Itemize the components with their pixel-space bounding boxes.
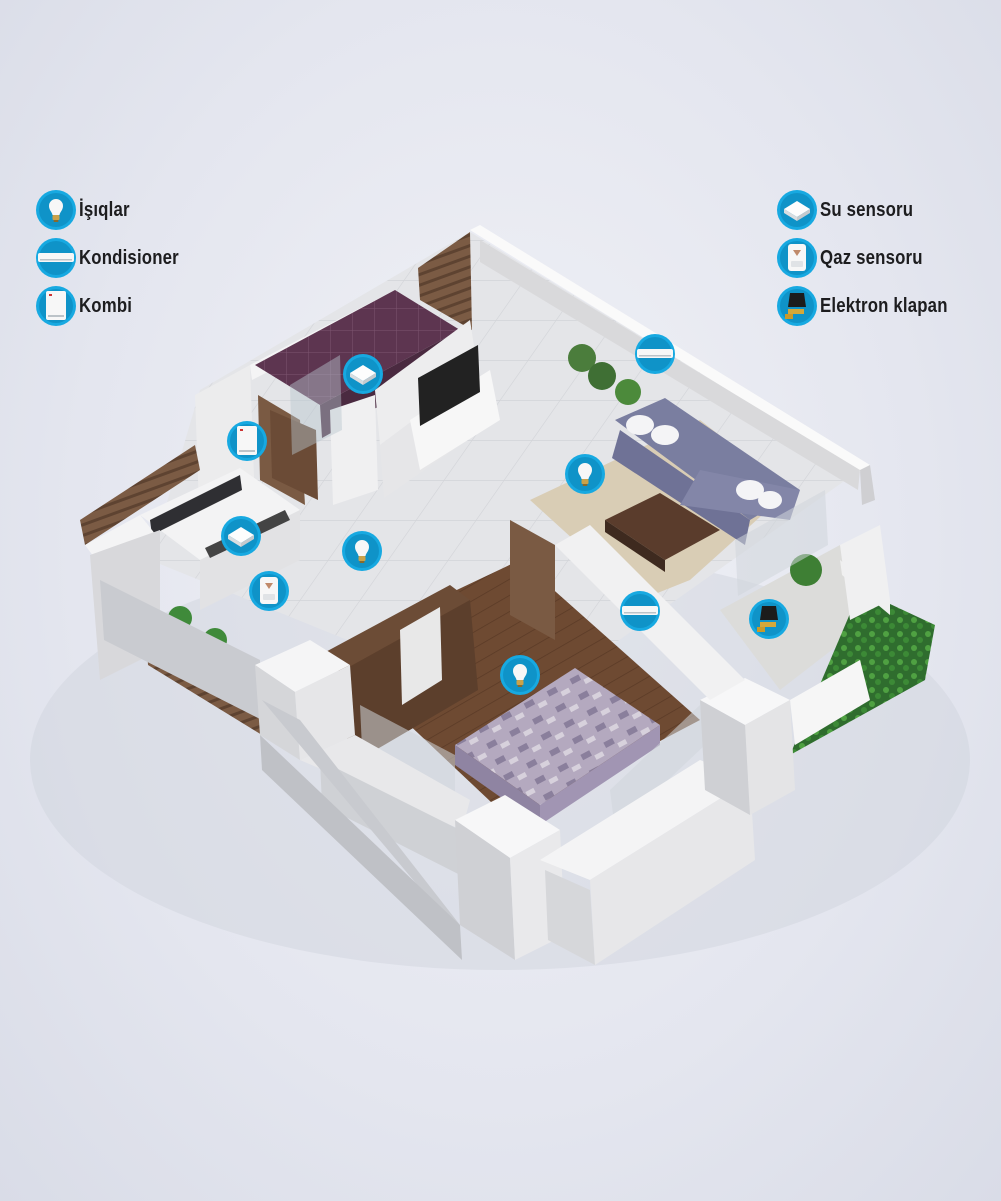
gas-sensor-icon bbox=[777, 238, 817, 278]
boiler-icon[interactable] bbox=[226, 420, 268, 462]
legend-label: Qaz sensoru bbox=[820, 246, 923, 269]
air-conditioner-icon[interactable] bbox=[619, 590, 661, 632]
legend-label: Su sensoru bbox=[820, 198, 914, 221]
legend-label: Kombi bbox=[79, 294, 133, 317]
water-sensor-icon bbox=[777, 190, 817, 230]
bulb-icon[interactable] bbox=[564, 453, 606, 495]
legend-right: Su sensoru Qaz sensoru Elektron klapan bbox=[776, 186, 972, 330]
bulb-icon[interactable] bbox=[341, 530, 383, 572]
boiler-icon bbox=[36, 286, 76, 326]
legend-label: İşıqlar bbox=[79, 198, 130, 221]
legend-left: İşıqlar Kondisioner Kombi bbox=[35, 186, 198, 330]
air-conditioner-icon bbox=[36, 238, 76, 278]
air-conditioner-icon[interactable] bbox=[634, 333, 676, 375]
legend-label: Elektron klapan bbox=[820, 294, 948, 317]
water-sensor-icon[interactable] bbox=[220, 515, 262, 557]
bulb-icon[interactable] bbox=[499, 654, 541, 696]
water-sensor-icon[interactable] bbox=[342, 353, 384, 395]
gas-sensor-icon[interactable] bbox=[248, 570, 290, 612]
legend-item-boiler: Kombi bbox=[35, 282, 198, 330]
legend-item-water-sensor: Su sensoru bbox=[776, 186, 972, 234]
legend-item-air-conditioner: Kondisioner bbox=[35, 234, 198, 282]
legend-item-lights: İşıqlar bbox=[35, 186, 198, 234]
legend-label: Kondisioner bbox=[79, 246, 179, 269]
electronic-valve-icon bbox=[777, 286, 817, 326]
bulb-icon bbox=[36, 190, 76, 230]
legend-item-electronic-valve: Elektron klapan bbox=[776, 282, 972, 330]
legend-item-gas-sensor: Qaz sensoru bbox=[776, 234, 972, 282]
electronic-valve-icon[interactable] bbox=[748, 598, 790, 640]
